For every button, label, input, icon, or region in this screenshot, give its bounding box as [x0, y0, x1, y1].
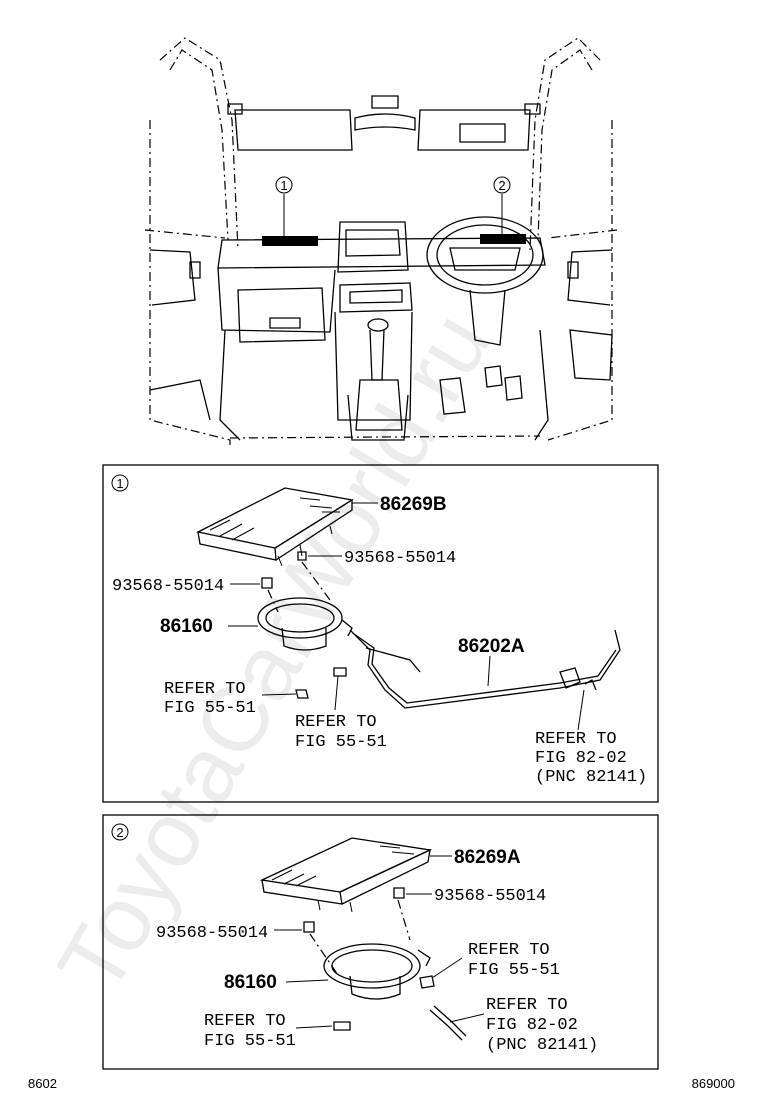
- speaker-location-marker-2: [480, 234, 526, 244]
- part-86160-label-panel-1: 86160: [160, 616, 213, 637]
- speaker-grille-86269b: [196, 487, 354, 567]
- part-86269b-label: 86269B: [380, 494, 447, 515]
- overview-callout-2-label: 2: [498, 178, 505, 193]
- panel-1-refer-a-line1: REFER TO: [164, 680, 246, 699]
- part-86202a-label: 86202A: [458, 636, 525, 657]
- panel-2-refer-b-line3: (PNC 82141): [486, 1036, 598, 1055]
- vehicle-interior-overview: 1 2: [144, 37, 618, 445]
- panel-1-refer-a-line2: FIG 55-51: [164, 699, 256, 718]
- panel-2: 2 86269A 93568-55014 93568-55014 86160: [102, 814, 659, 1070]
- panel-2-refer-b-line1: REFER TO: [486, 996, 568, 1015]
- part-93568-55014-right-label: 93568-55014: [344, 549, 456, 568]
- part-86160-label-panel-2: 86160: [224, 972, 277, 993]
- overview-callout-1: [275, 176, 293, 194]
- panel-2-index-badge: [111, 823, 129, 841]
- speaker-86160-panel-1: [257, 597, 353, 651]
- panel-2-refer-c-line2: FIG 55-51: [204, 1032, 296, 1051]
- panel-2-frame: [102, 814, 659, 1070]
- overview-callout-1-label: 1: [280, 178, 287, 193]
- panel-1-frame: [102, 464, 659, 803]
- speaker-86160-panel-2: [323, 943, 431, 1000]
- panel-1-refer-b-line1: REFER TO: [295, 713, 377, 732]
- panel-2-refer-b-line2: FIG 82-02: [486, 1016, 578, 1035]
- panel-1-index-badge: [111, 474, 129, 492]
- panel-2-refer-c-line1: REFER TO: [204, 1012, 286, 1031]
- overview-callout-2: [493, 176, 511, 194]
- footer-left-code: 8602: [28, 1076, 57, 1091]
- footer-right-code: 869000: [692, 1076, 735, 1091]
- speaker-location-marker-1: [262, 236, 318, 246]
- part-93568-55014-left-label-panel-2: 93568-55014: [156, 924, 268, 943]
- panel-1-refer-c-line2: FIG 82-02: [535, 749, 627, 768]
- panel-1-refer-b-line2: FIG 55-51: [295, 733, 387, 752]
- panel-1-index: 1: [116, 476, 123, 491]
- panel-2-refer-a-line1: REFER TO: [468, 941, 550, 960]
- panel-2-refer-a-line2: FIG 55-51: [468, 961, 560, 980]
- part-93568-55014-right-label-panel-2: 93568-55014: [434, 887, 546, 906]
- part-86269a-label: 86269A: [454, 847, 521, 868]
- wire-harness-86202a: [349, 629, 621, 709]
- panel-1-refer-c-line3: (PNC 82141): [535, 768, 647, 787]
- panel-1-refer-c-line1: REFER TO: [535, 730, 617, 749]
- speaker-grille-86269a: [259, 837, 433, 913]
- panel-2-index: 2: [116, 825, 123, 840]
- panel-1: 1 86269B 93568-55014 93568-55014 86160: [102, 464, 659, 803]
- part-93568-55014-left-label: 93568-55014: [112, 577, 224, 596]
